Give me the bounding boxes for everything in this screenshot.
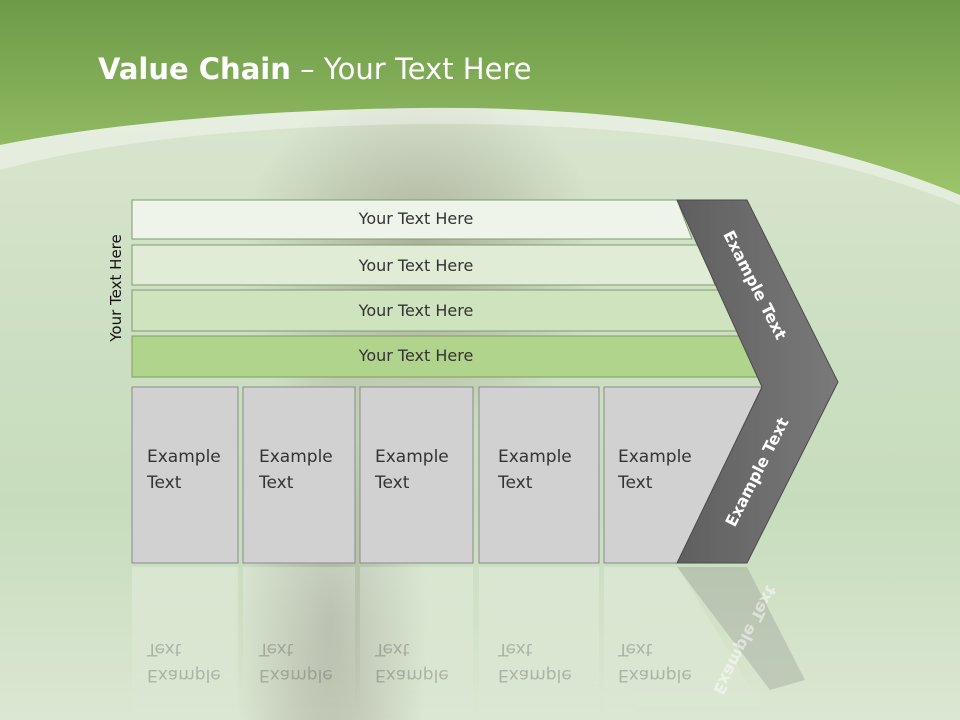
column-text-4: Example Text: [498, 444, 572, 496]
reflection-line2: Text: [375, 639, 410, 659]
column-box-2: [242, 386, 356, 564]
column-reflection-text-5: Example Text: [618, 636, 692, 688]
column-1-line1: Example: [147, 447, 221, 467]
column-reflections: [132, 567, 770, 720]
reflection-line1: Example: [147, 665, 221, 685]
title-rest: – Your Text Here: [290, 52, 532, 86]
column-text-1: Example Text: [147, 444, 221, 496]
column-1-line2: Text: [147, 473, 182, 493]
column-box-4: [478, 386, 600, 564]
column-4-line2: Text: [498, 473, 533, 493]
column-5-line2: Text: [618, 473, 653, 493]
chevron-arrow: [676, 199, 839, 564]
reflection-line1: Example: [259, 665, 333, 685]
row-bar-2: [131, 244, 716, 286]
column-reflection-text-3: Example Text: [375, 636, 449, 688]
column-4-line1: Example: [498, 447, 572, 467]
title-bold: Value Chain: [98, 52, 291, 86]
reflection-line1: Example: [498, 665, 572, 685]
column-reflection-text-2: Example Text: [259, 636, 333, 688]
column-2-line2: Text: [259, 473, 294, 493]
column-5-line1: Example: [618, 447, 692, 467]
reflection-line2: Text: [147, 639, 182, 659]
column-text-3: Example Text: [375, 444, 449, 496]
side-label: Your Text Here: [107, 234, 125, 342]
chevron-reflection: [677, 567, 805, 690]
reflection-line2: Text: [259, 639, 294, 659]
column-2-line1: Example: [259, 447, 333, 467]
row-bar-1: [131, 199, 693, 240]
column-reflection-text-4: Example Text: [498, 636, 572, 688]
column-text-5: Example Text: [618, 444, 692, 496]
column-box-3: [359, 386, 474, 564]
header-swoosh: [0, 107, 960, 205]
column-reflection-text-1: Example Text: [147, 636, 221, 688]
reflection-line1: Example: [375, 665, 449, 685]
column-3-line2: Text: [375, 473, 410, 493]
row-label-2: Your Text Here: [358, 256, 474, 275]
column-3-line1: Example: [375, 447, 449, 467]
row-label-1: Your Text Here: [358, 209, 474, 228]
reflection-line2: Text: [618, 639, 653, 659]
header-band: [0, 0, 960, 195]
row-label-3: Your Text Here: [358, 301, 474, 320]
reflection-line1: Example: [618, 665, 692, 685]
row-label-4: Your Text Here: [358, 346, 474, 365]
column-text-2: Example Text: [259, 444, 333, 496]
page-title: Value Chain – Your Text Here: [98, 52, 532, 86]
column-box-1: [131, 386, 239, 564]
reflection-line2: Text: [498, 639, 533, 659]
